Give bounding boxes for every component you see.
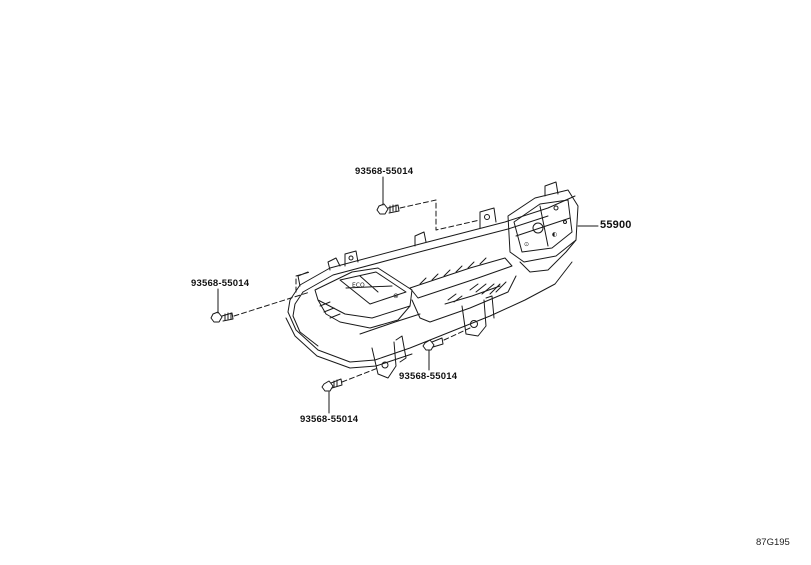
svg-text:⊙: ⊙ xyxy=(524,241,529,248)
install-lines xyxy=(233,199,481,383)
svg-text:ECO: ECO xyxy=(352,282,365,289)
bolt-mid xyxy=(422,337,444,351)
callout-assembly: 55900 xyxy=(600,219,632,231)
right-switch-cluster: ⊙ ◐ xyxy=(507,189,579,273)
callout-left-bolt: 93568-55014 xyxy=(191,278,250,289)
mounting-bracket-lower-right xyxy=(461,295,495,337)
bolt-bottom xyxy=(321,378,343,392)
leader-lines xyxy=(217,176,599,414)
mounting-bracket-lower-left xyxy=(371,335,407,379)
svg-text:⊗: ⊗ xyxy=(393,292,399,300)
bolt-top xyxy=(376,203,400,215)
callout-bottom-bolt: 93568-55014 xyxy=(300,414,359,425)
left-switch-cluster: ECO ⊗ xyxy=(314,267,413,329)
svg-text:◐: ◐ xyxy=(552,231,557,238)
mounting-tab-left xyxy=(297,250,359,287)
callout-mid-bolt: 93568-55014 xyxy=(399,371,458,382)
callout-top-bolt: 93568-55014 xyxy=(355,166,414,177)
figure-id: 87G195 xyxy=(756,537,790,548)
mounting-tab-right xyxy=(544,181,559,197)
bolt-left xyxy=(210,311,234,323)
control-panel-housing xyxy=(285,195,576,369)
